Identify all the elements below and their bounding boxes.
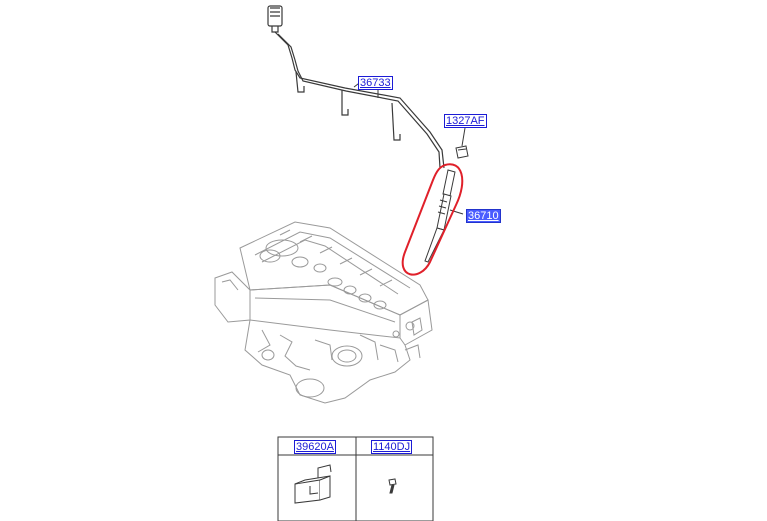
bracket-illustration <box>294 464 332 504</box>
selection-highlight-ring <box>401 163 464 276</box>
callout-1327AF[interactable]: 1327AF <box>444 114 487 128</box>
parts-table <box>277 436 434 521</box>
glow-plug-illustration <box>424 169 464 263</box>
table-callout-1140DJ[interactable]: 1140DJ <box>371 440 413 454</box>
table-callout-39620A[interactable]: 39620A <box>294 440 336 454</box>
bolt-illustration <box>388 478 397 494</box>
callout-36733[interactable]: 36733 <box>358 76 393 90</box>
nut-illustration <box>455 127 469 159</box>
callout-36710[interactable]: 36710 <box>466 209 501 223</box>
wiring-harness-illustration <box>267 5 445 169</box>
engine-block-illustration <box>214 221 433 404</box>
